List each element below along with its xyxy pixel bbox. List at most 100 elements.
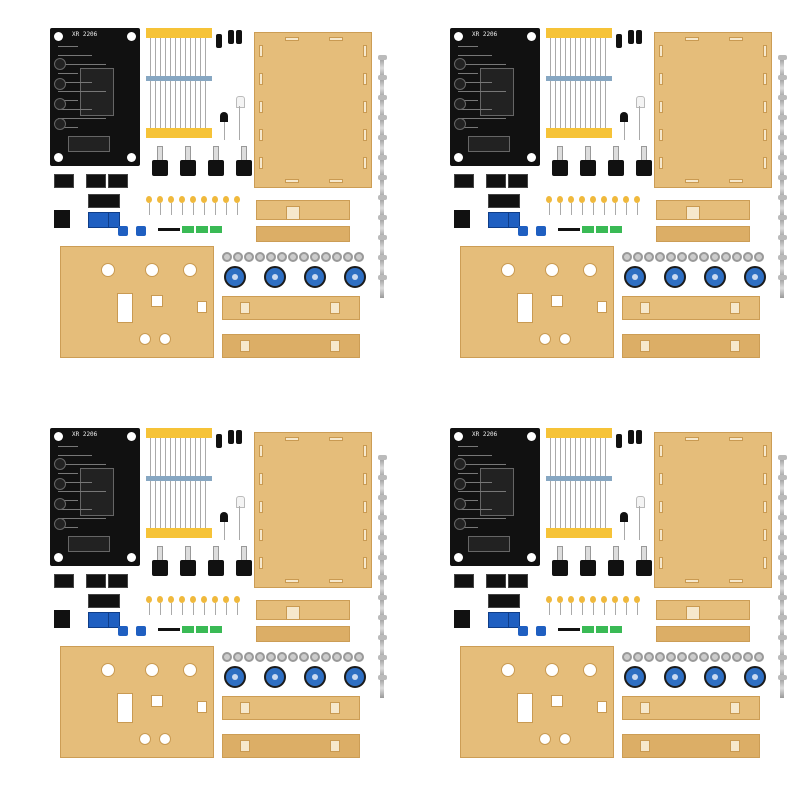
capacitor-lead xyxy=(571,203,572,215)
screw xyxy=(377,655,387,678)
screw xyxy=(777,535,787,558)
ic-socket xyxy=(454,574,474,588)
resistor-lead xyxy=(185,38,186,128)
jumper xyxy=(210,226,222,233)
blue-knob[interactable] xyxy=(704,666,726,688)
jumper xyxy=(582,626,594,633)
blue-knob[interactable] xyxy=(344,666,366,688)
panel-slot xyxy=(285,179,299,183)
pcb-trace xyxy=(458,109,492,110)
ceramic-capacitor xyxy=(634,596,640,603)
ic-socket xyxy=(486,574,506,588)
blue-knob[interactable] xyxy=(744,266,766,288)
panel-slot xyxy=(763,157,767,169)
panel-slot xyxy=(730,740,740,752)
panel-slot xyxy=(363,129,367,141)
panel-slot xyxy=(286,606,300,620)
blue-knob[interactable] xyxy=(664,666,686,688)
ceramic-capacitor xyxy=(590,196,596,203)
ic-socket xyxy=(486,174,506,188)
transistor xyxy=(220,112,228,122)
screw-head xyxy=(777,535,787,540)
panel-cutout xyxy=(159,333,171,345)
resistor-lead xyxy=(190,38,191,128)
screw-head xyxy=(377,135,387,140)
panel-slot xyxy=(729,437,743,441)
ceramic-capacitor xyxy=(623,196,629,203)
pot-footprint xyxy=(54,98,66,110)
blue-knob[interactable] xyxy=(304,266,326,288)
potentiometer xyxy=(580,546,596,578)
panel-slot xyxy=(659,157,663,169)
pot-body xyxy=(180,560,196,576)
screw-head xyxy=(377,275,387,280)
screw xyxy=(377,135,387,158)
blue-knob[interactable] xyxy=(704,266,726,288)
panel-cutout xyxy=(539,733,551,745)
screw xyxy=(777,115,787,138)
trimmer-pot xyxy=(518,226,528,236)
transistor xyxy=(220,512,228,522)
electrolytic-capacitor xyxy=(228,430,234,444)
resistor-lead xyxy=(550,438,551,528)
electrolytic-capacitor xyxy=(236,30,242,44)
resistor-lead xyxy=(585,438,586,528)
knob-center xyxy=(232,674,238,680)
mounting-hole xyxy=(527,553,536,562)
blue-knob[interactable] xyxy=(224,666,246,688)
capacitor-lead xyxy=(593,203,594,215)
blue-knob[interactable] xyxy=(344,266,366,288)
capacitor-lead xyxy=(160,603,161,615)
resistor-row xyxy=(146,76,212,81)
blue-knob[interactable] xyxy=(744,666,766,688)
ic-socket xyxy=(508,174,528,188)
nut xyxy=(677,652,687,662)
blue-knob[interactable] xyxy=(304,666,326,688)
panel-slot xyxy=(363,157,367,169)
screw xyxy=(377,515,387,538)
nut xyxy=(222,252,232,262)
ceramic-capacitor xyxy=(190,196,196,203)
capacitor-lead xyxy=(193,603,194,615)
pin-header xyxy=(158,228,180,231)
blue-knob[interactable] xyxy=(624,266,646,288)
nut xyxy=(732,252,742,262)
mounting-hole xyxy=(54,432,63,441)
potentiometer xyxy=(608,146,624,178)
pot-footprint xyxy=(454,118,466,130)
capacitor-lead xyxy=(237,603,238,615)
blue-knob[interactable] xyxy=(264,266,286,288)
acrylic-side-piece xyxy=(656,200,750,220)
blue-knob[interactable] xyxy=(224,266,246,288)
nut xyxy=(332,252,342,262)
capacitor-lead xyxy=(215,203,216,215)
pot-footprint xyxy=(54,118,66,130)
resistor-row xyxy=(546,476,612,481)
mounting-hole xyxy=(54,32,63,41)
blue-knob[interactable] xyxy=(624,666,646,688)
nut xyxy=(622,652,632,662)
screw xyxy=(777,135,787,158)
potentiometer xyxy=(208,546,224,578)
resistor-row xyxy=(546,76,612,81)
knob-center xyxy=(672,274,678,280)
panel-slot xyxy=(730,340,740,352)
pcb-board: XR 2206 xyxy=(450,28,540,166)
panel-slot xyxy=(363,501,367,513)
jumper xyxy=(196,226,208,233)
blue-knob[interactable] xyxy=(264,666,286,688)
screw-head xyxy=(377,455,387,460)
resistor-lead xyxy=(160,438,161,528)
component-lead xyxy=(639,106,640,140)
nut xyxy=(233,252,243,262)
blue-knob[interactable] xyxy=(664,266,686,288)
pot-body xyxy=(580,560,596,576)
resistor-lead xyxy=(595,438,596,528)
panel-slot xyxy=(259,157,263,169)
panel-slot xyxy=(659,445,663,457)
panel-slot xyxy=(685,437,699,441)
resistor-lead xyxy=(160,38,161,128)
jumper xyxy=(610,226,622,233)
resistor-lead xyxy=(155,38,156,128)
nut xyxy=(299,252,309,262)
